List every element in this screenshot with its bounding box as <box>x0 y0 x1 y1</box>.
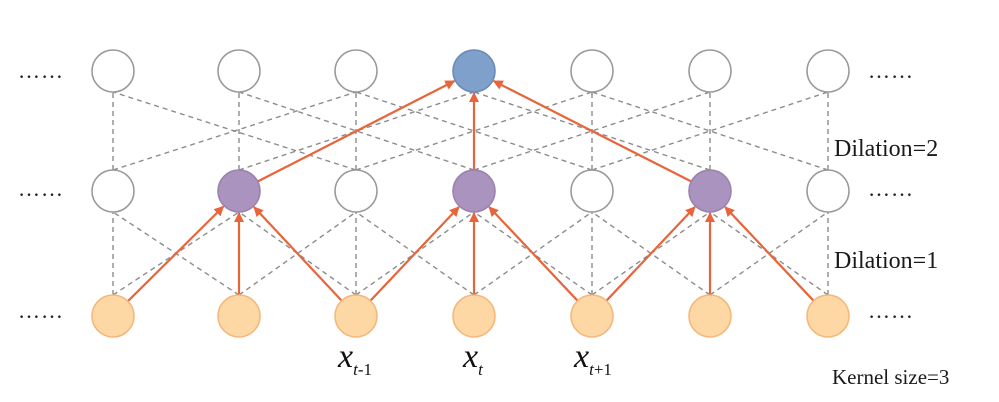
input-node <box>334 294 378 338</box>
active-arrow <box>255 80 456 184</box>
input-node <box>91 294 135 338</box>
active-arrow <box>604 206 696 303</box>
dashed-edge <box>355 91 593 171</box>
dilation-1-label: Dilation=1 <box>834 248 939 274</box>
input-node <box>688 294 732 338</box>
active-arrow <box>724 206 816 303</box>
hidden-node <box>806 169 850 213</box>
active-arrow <box>492 79 694 184</box>
output-node <box>570 49 614 93</box>
output-node <box>334 49 378 93</box>
x-label-t-minus-1: xt-1 <box>338 338 372 379</box>
ellipsis-middle-left: …… <box>18 176 64 201</box>
hidden-node-active <box>452 169 496 213</box>
x-label-var: x <box>338 338 354 375</box>
active-arrow <box>253 206 344 303</box>
x-label-t: xt <box>463 338 483 379</box>
input-node <box>806 294 850 338</box>
x-label-subscript: t-1 <box>353 360 372 379</box>
x-label-t-plus-1: xt+1 <box>574 338 612 379</box>
dashed-edge <box>473 91 711 171</box>
active-arrow <box>125 205 225 304</box>
input-node <box>217 294 261 338</box>
dashed-edge <box>238 211 357 296</box>
output-node-active <box>452 49 496 93</box>
ellipsis-top-right: …… <box>868 58 914 83</box>
output-node <box>217 49 261 93</box>
hidden-node-active <box>217 169 261 213</box>
kernel-size-label: Kernel size=3 <box>832 365 950 389</box>
ellipsis-top-left: …… <box>18 58 64 83</box>
hidden-node <box>334 169 378 213</box>
output-node <box>806 49 850 93</box>
dashed-edge <box>355 91 593 171</box>
ellipsis-bottom-left: …… <box>18 298 64 323</box>
hidden-node-active <box>688 169 732 213</box>
dashed-edge <box>238 211 357 296</box>
output-node <box>91 49 135 93</box>
ellipsis-middle-right: …… <box>868 176 914 201</box>
dashed-edge <box>591 91 829 171</box>
dashed-edge <box>591 91 829 171</box>
active-connections <box>125 79 816 304</box>
x-label-var: x <box>463 338 479 375</box>
input-node <box>570 294 614 338</box>
output-node <box>688 49 732 93</box>
hidden-node <box>91 169 135 213</box>
input-node <box>452 294 496 338</box>
active-arrow <box>488 206 580 303</box>
dashed-edge <box>473 91 711 171</box>
dilation-2-label: Dilation=2 <box>834 136 939 162</box>
hidden-node <box>570 169 614 213</box>
dashed-edge <box>112 91 357 171</box>
active-arrow <box>368 206 460 303</box>
ellipsis-bottom-right: …… <box>868 298 914 323</box>
x-label-subscript: t+1 <box>589 360 612 379</box>
x-label-var: x <box>574 338 590 375</box>
nodes <box>91 49 850 338</box>
x-label-subscript: t <box>478 360 483 379</box>
